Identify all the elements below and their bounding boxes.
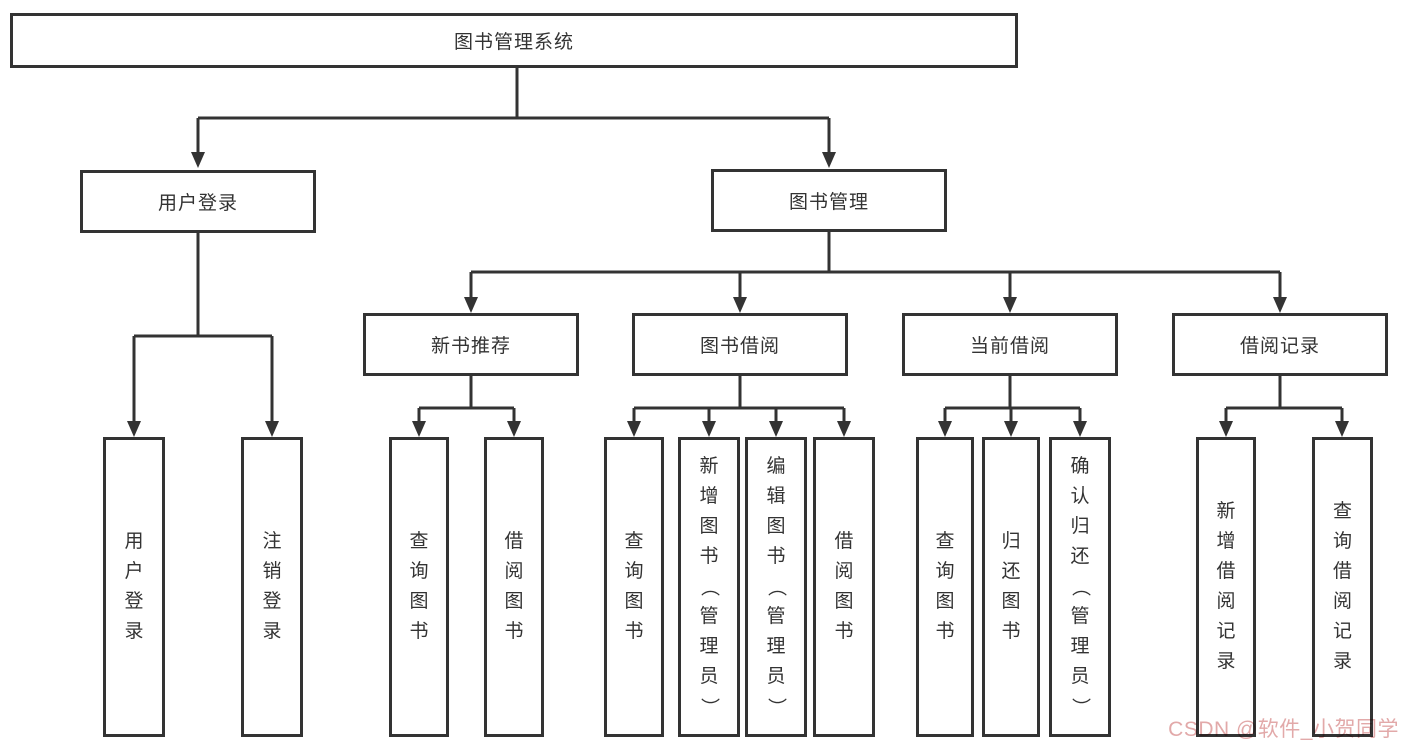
node-label: 借阅记录: [1239, 336, 1320, 357]
leaf-user-login: 用户登录: [103, 437, 165, 737]
node-label: 查询图书: [935, 531, 955, 642]
node-label: 图书管理: [788, 192, 869, 213]
node-label: 查询借阅记录: [1332, 501, 1352, 672]
node-book-management: 图书管理: [711, 169, 947, 232]
node-library-system: 图书管理系统: [10, 13, 1018, 68]
leaf-logout: 注销登录: [241, 437, 303, 737]
leaf-add-borrow-record: 新增借阅记录: [1196, 437, 1256, 737]
leaf-edit-books-admin: 编辑图书（管理员）: [745, 437, 807, 737]
leaf-add-books-admin: 新增图书（管理员）: [678, 437, 740, 737]
leaf-query-books-current: 查询图书: [916, 437, 974, 737]
node-label: 新增图书（管理员）: [698, 456, 720, 717]
node-label: 注销登录: [262, 531, 282, 642]
node-current-borrow: 当前借阅: [902, 313, 1118, 376]
node-label: 用户登录: [157, 193, 238, 214]
node-label: 用户登录: [124, 531, 144, 642]
leaf-borrow-books-recommend: 借阅图书: [484, 437, 544, 737]
node-label: 图书借阅: [699, 336, 780, 357]
node-label: 查询图书: [624, 531, 644, 642]
csdn-watermark: CSDN @软件_小贺同学: [1168, 718, 1399, 741]
leaf-confirm-return-admin: 确认归还（管理员）: [1049, 437, 1111, 737]
node-user-login: 用户登录: [80, 170, 316, 233]
node-label: 当前借阅: [969, 336, 1050, 357]
node-label: 借阅图书: [834, 531, 854, 642]
leaf-borrow-books: 借阅图书: [813, 437, 875, 737]
node-borrow-records: 借阅记录: [1172, 313, 1388, 376]
leaf-return-books: 归还图书: [982, 437, 1040, 737]
node-label: 图书管理系统: [453, 32, 574, 53]
node-label: 确认归还（管理员）: [1069, 456, 1091, 717]
node-book-borrow: 图书借阅: [632, 313, 848, 376]
node-new-book-recommend: 新书推荐: [363, 313, 579, 376]
node-label: 新增借阅记录: [1216, 501, 1236, 672]
leaf-query-borrow-record: 查询借阅记录: [1312, 437, 1373, 737]
node-label: 归还图书: [1001, 531, 1021, 642]
node-label: 新书推荐: [430, 336, 511, 357]
leaf-query-books-borrow: 查询图书: [604, 437, 664, 737]
node-label: 借阅图书: [504, 531, 524, 642]
node-label: 编辑图书（管理员）: [765, 456, 787, 717]
node-label: 查询图书: [409, 531, 429, 642]
leaf-query-books-recommend: 查询图书: [389, 437, 449, 737]
